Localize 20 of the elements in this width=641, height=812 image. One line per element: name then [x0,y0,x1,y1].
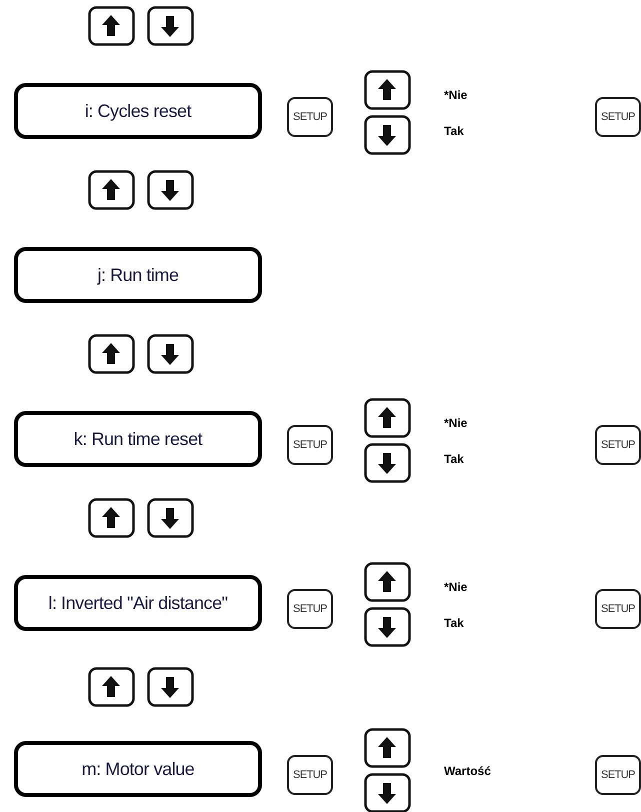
option-text: *Nie [444,87,468,104]
option-text: Wartość [444,763,491,780]
display-screen: i: Cycles reset [14,83,262,139]
display-screen: j: Run time [14,247,262,303]
setup-key: SETUP [595,589,641,629]
setup-key: SETUP [595,425,641,465]
display-screen: l: Inverted "Air distance" [14,575,262,631]
option-text: Tak [444,123,464,140]
setup-key: SETUP [287,589,333,629]
setup-key: SETUP [595,97,641,137]
setup-key: SETUP [287,97,333,137]
display-screen: k: Run time reset [14,411,262,467]
setup-key: SETUP [287,425,333,465]
setup-key: SETUP [287,755,333,795]
setup-key: SETUP [595,755,641,795]
option-text: *Nie [444,415,468,432]
display-screen: m: Motor value [14,741,262,797]
option-text: Tak [444,615,464,632]
option-text: Tak [444,451,464,468]
option-text: *Nie [444,579,468,596]
